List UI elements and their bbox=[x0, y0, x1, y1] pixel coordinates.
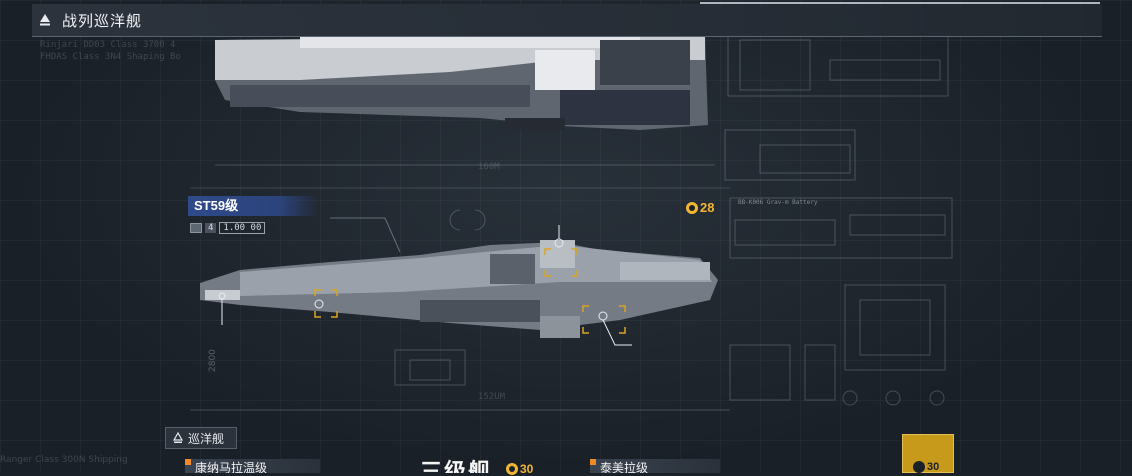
ship-cost-badge: 28 bbox=[686, 200, 714, 215]
cruiser-icon bbox=[172, 432, 184, 443]
cruiser-icon bbox=[40, 14, 50, 26]
ship-card-2[interactable]: 泰美拉级 bbox=[590, 459, 720, 473]
page-title: 战列巡洋舰 bbox=[62, 11, 143, 30]
blueprint-caption-2: FHDAS Class 3N4 Shaping Bo bbox=[40, 52, 181, 62]
tile-cost-badge: 30 bbox=[913, 461, 939, 473]
bottom-blueprint-caption: Ranger Class 300N Shipping bbox=[0, 455, 128, 465]
tile-cost: 30 bbox=[927, 461, 940, 473]
selected-ship-tile[interactable]: 30 bbox=[902, 434, 954, 473]
blueprint-caption-1: Rinjari DD03 Class 3700 4 bbox=[40, 40, 176, 50]
coin-icon bbox=[686, 201, 698, 214]
top-divider bbox=[700, 2, 1100, 4]
dimension-label-top: 160M bbox=[478, 162, 500, 172]
subtitle-text: 三级舰 bbox=[420, 460, 493, 473]
ship-stat-value: 1.00 00 bbox=[219, 222, 266, 234]
card-cost-badge: 30 bbox=[506, 462, 533, 476]
ship-stats: 4 1.00 00 bbox=[190, 221, 266, 235]
coin-icon bbox=[913, 461, 925, 473]
category-header: 战列巡洋舰 bbox=[32, 4, 1102, 37]
grid-icon bbox=[190, 223, 202, 233]
card-label: 康纳马拉温级 bbox=[195, 461, 268, 473]
card-cost: 30 bbox=[520, 462, 534, 476]
card-label: 泰美拉级 bbox=[600, 461, 649, 473]
main-ship bbox=[200, 240, 718, 338]
ship-name-label: ST59级 bbox=[188, 196, 318, 216]
top-ship bbox=[215, 36, 708, 130]
card-marker bbox=[590, 459, 596, 465]
tab-label: 巡洋舰 bbox=[188, 431, 225, 446]
ship-cost: 28 bbox=[700, 200, 715, 215]
dimension-label-bottom: 152UM bbox=[478, 392, 506, 402]
tab-cruiser[interactable]: 巡洋舰 bbox=[165, 427, 237, 449]
side-schematic-label: BB-K006 Grav-m Battery bbox=[738, 199, 818, 206]
ship-stat-count: 4 bbox=[205, 223, 217, 233]
ship-card-1[interactable]: 康纳马拉温级 bbox=[185, 459, 320, 473]
card-marker bbox=[185, 459, 191, 465]
coin-icon bbox=[506, 463, 518, 475]
